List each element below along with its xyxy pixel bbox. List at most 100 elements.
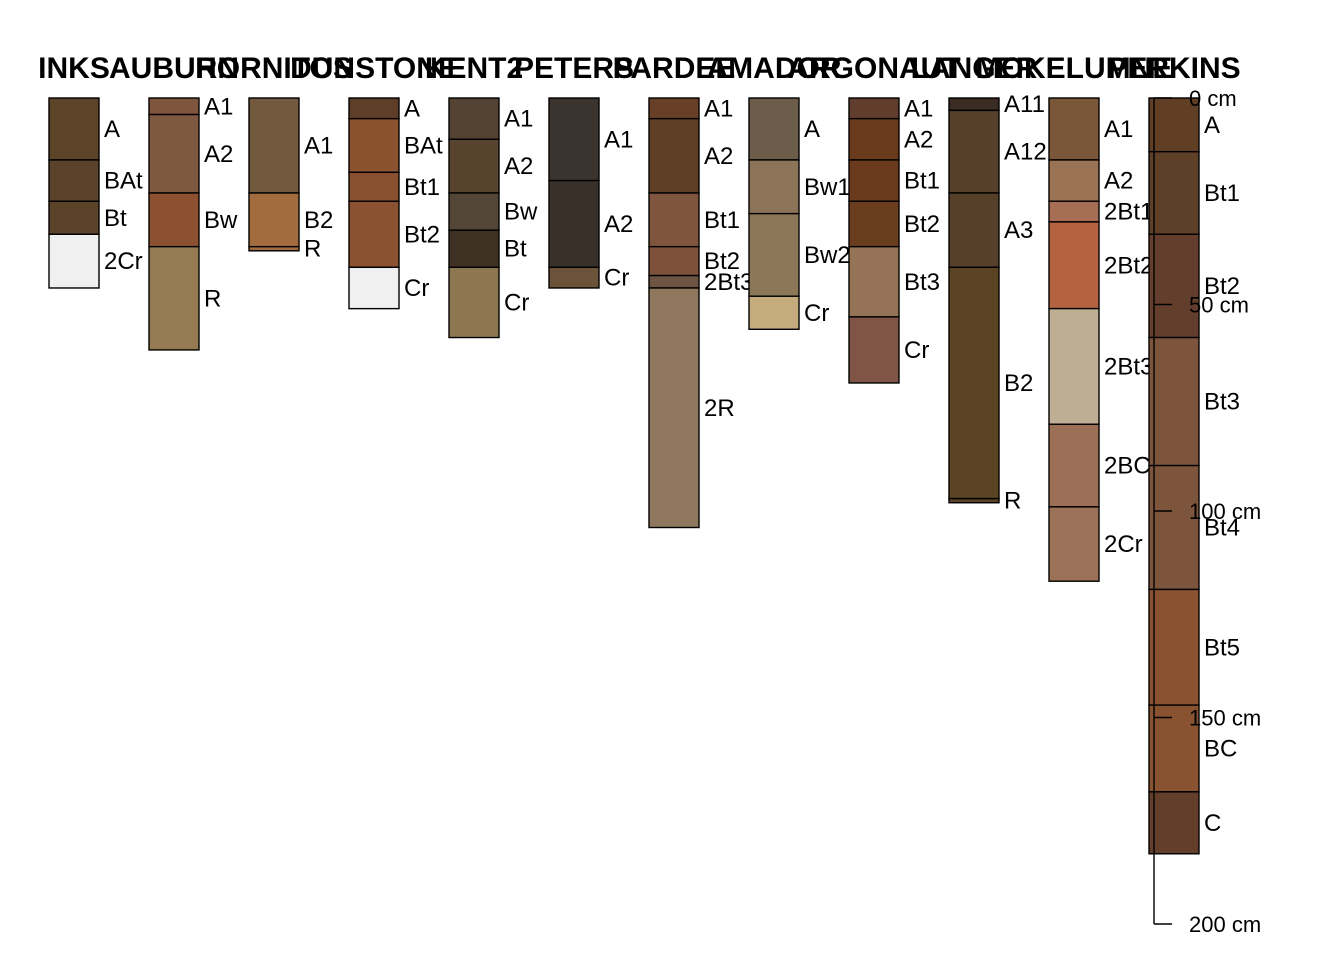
horizon-rect — [748, 97, 800, 161]
horizon-rect — [1048, 159, 1100, 202]
horizon-rect — [948, 109, 1000, 194]
profiles-layer: ABAtBt2CrINKSA1A2BwRAUBURNA1B2RHORNITOSA… — [38, 52, 1241, 855]
profile-name: HORNITOS — [195, 52, 353, 85]
horizon-label: B2 — [304, 207, 333, 234]
horizon-rect — [548, 179, 600, 269]
horizon-label: A — [1204, 112, 1220, 139]
horizon-label: A2 — [204, 141, 233, 168]
horizon-rect — [548, 266, 600, 289]
horizon-rect — [1148, 588, 1200, 706]
horizon-rect — [348, 97, 400, 120]
horizon-label: R — [204, 285, 221, 312]
horizon-rect — [748, 212, 800, 297]
horizon-rect — [1148, 233, 1200, 339]
horizon-label: 2Bt1 — [1104, 199, 1153, 226]
horizon-label: A1 — [604, 126, 633, 153]
profile-name: ARGONAUT — [787, 52, 960, 85]
horizon-label: Bt3 — [904, 269, 940, 296]
horizon-rect — [548, 97, 600, 182]
horizon-rect — [248, 245, 300, 252]
horizon-label: A1 — [904, 95, 933, 122]
horizon-rect — [1048, 307, 1100, 425]
profile-name: PARDEE — [613, 52, 736, 85]
horizon-label: Bw2 — [804, 242, 851, 269]
horizon-label: Bw1 — [804, 174, 851, 201]
horizon-label: R — [304, 236, 321, 263]
horizon-rect — [248, 97, 300, 194]
horizon-label: Bt2 — [704, 248, 740, 275]
horizon-label: A — [804, 116, 820, 143]
horizon-label: A2 — [904, 126, 933, 153]
horizon-label: A2 — [704, 143, 733, 170]
horizon-rect — [248, 192, 300, 248]
horizon-rect — [948, 97, 1000, 112]
profile-name: PETERS — [514, 52, 634, 85]
horizon-label: 2Cr — [104, 248, 143, 275]
horizon-label: A1 — [304, 132, 333, 159]
horizon-label: Bt4 — [1204, 515, 1240, 542]
profile-name: AUBURN — [109, 52, 239, 85]
horizon-rect — [448, 192, 500, 231]
horizon-rect — [848, 117, 900, 161]
horizon-label: A — [104, 116, 120, 143]
horizon-label: BC — [1204, 735, 1237, 762]
horizon-rect — [1148, 336, 1200, 467]
horizon-rect — [1148, 791, 1200, 855]
depth-tick-label: 50 cm — [1189, 293, 1249, 318]
horizon-rect — [48, 200, 100, 235]
horizon-rect — [148, 97, 200, 116]
horizon-label: Cr — [404, 275, 429, 302]
horizon-label: Cr — [904, 337, 929, 364]
horizon-rect — [48, 159, 100, 202]
horizon-rect — [1048, 97, 1100, 161]
depth-tick-label: 100 cm — [1189, 499, 1261, 524]
horizon-label: Bt1 — [404, 174, 440, 201]
horizon-rect — [1048, 200, 1100, 223]
horizon-label: Bw — [204, 207, 238, 234]
horizon-label: Bt — [504, 236, 527, 263]
horizon-rect — [948, 266, 1000, 500]
horizon-rect — [648, 117, 700, 194]
horizon-label: A1 — [704, 95, 733, 122]
horizon-label: Cr — [504, 289, 529, 316]
depth-tick-label: 150 cm — [1189, 706, 1261, 731]
horizon-rect — [48, 233, 100, 289]
profile-name: DUNSTONE — [290, 52, 458, 85]
horizon-label: 2Bt2 — [1104, 252, 1153, 279]
horizon-label: A11 — [1004, 91, 1045, 118]
horizon-rect — [648, 287, 700, 529]
horizon-rect — [848, 159, 900, 202]
horizon-label: 2BC — [1104, 453, 1151, 480]
horizon-rect — [348, 171, 400, 202]
horizon-rect — [848, 316, 900, 384]
horizon-rect — [1148, 150, 1200, 235]
horizon-label: Bt1 — [1204, 180, 1240, 207]
horizon-rect — [648, 245, 700, 277]
horizon-label: Bt1 — [704, 207, 740, 234]
horizon-rect — [348, 266, 400, 310]
profile-name: AMADOR — [707, 52, 842, 85]
horizon-rect — [848, 97, 900, 120]
horizon-label: Bt1 — [904, 168, 940, 195]
horizon-rect — [448, 97, 500, 140]
horizon-rect — [648, 274, 700, 289]
horizon-label: BAt — [404, 132, 443, 159]
horizon-rect — [1048, 423, 1100, 508]
profile-name: PERKINS — [1107, 52, 1240, 85]
profile-name: LANGER — [911, 52, 1038, 85]
horizon-label: A12 — [1004, 139, 1047, 166]
horizon-label: Bt2 — [904, 211, 940, 238]
profile-name: INKS — [38, 52, 110, 85]
horizon-label: 2Cr — [1104, 531, 1143, 558]
horizon-label: 2Bt3 — [704, 269, 753, 296]
horizon-label: Cr — [604, 265, 629, 292]
horizon-rect — [748, 295, 800, 330]
horizon-rect — [1048, 506, 1100, 582]
